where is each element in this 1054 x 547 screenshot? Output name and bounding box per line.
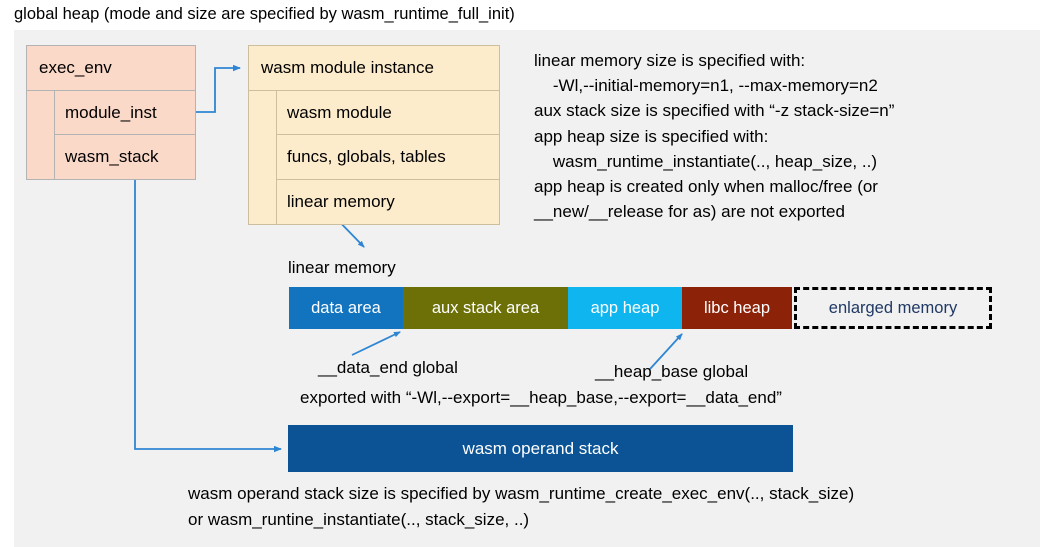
exec-env-box: exec_env module_inst wasm_stack bbox=[26, 45, 196, 180]
annotation-exported-with: exported with “-Wl,--export=__heap_base,… bbox=[300, 388, 782, 407]
memory-segment-libc-heap: libc heap bbox=[682, 287, 792, 329]
memory-segment-enlarged-memory: enlarged memory bbox=[794, 287, 992, 329]
module-instance-gutter bbox=[249, 91, 277, 224]
wasm-operand-stack-box: wasm operand stack bbox=[288, 425, 793, 472]
module-instance-field-wasm-module: wasm module bbox=[277, 91, 499, 135]
exec-env-field-module-inst: module_inst bbox=[55, 91, 195, 135]
page-title: global heap (mode and size are specified… bbox=[14, 5, 515, 23]
wasm-module-instance-box: wasm module instance wasm module funcs, … bbox=[248, 45, 500, 225]
linear-memory-bar: data area aux stack area app heap libc h… bbox=[289, 287, 992, 329]
module-instance-field-linear-memory: linear memory bbox=[277, 180, 499, 224]
linear-memory-note: linear memory size is specified with: -W… bbox=[534, 51, 895, 222]
exec-env-gutter bbox=[27, 91, 55, 179]
exec-env-field-wasm-stack: wasm_stack bbox=[55, 135, 195, 179]
exec-env-header: exec_env bbox=[27, 46, 195, 91]
module-instance-header: wasm module instance bbox=[249, 46, 499, 91]
annotation-heap-base: __heap_base global bbox=[595, 362, 749, 381]
module-instance-field-funcs-globals-tables: funcs, globals, tables bbox=[277, 135, 499, 180]
memory-segment-aux-stack-area: aux stack area bbox=[403, 287, 568, 329]
memory-segment-data-area: data area bbox=[289, 287, 403, 329]
operand-stack-note: wasm operand stack size is specified by … bbox=[188, 484, 855, 529]
annotation-data-end: __data_end global bbox=[318, 358, 458, 377]
memory-segment-app-heap: app heap bbox=[568, 287, 682, 329]
linear-memory-bar-label: linear memory bbox=[288, 258, 396, 277]
